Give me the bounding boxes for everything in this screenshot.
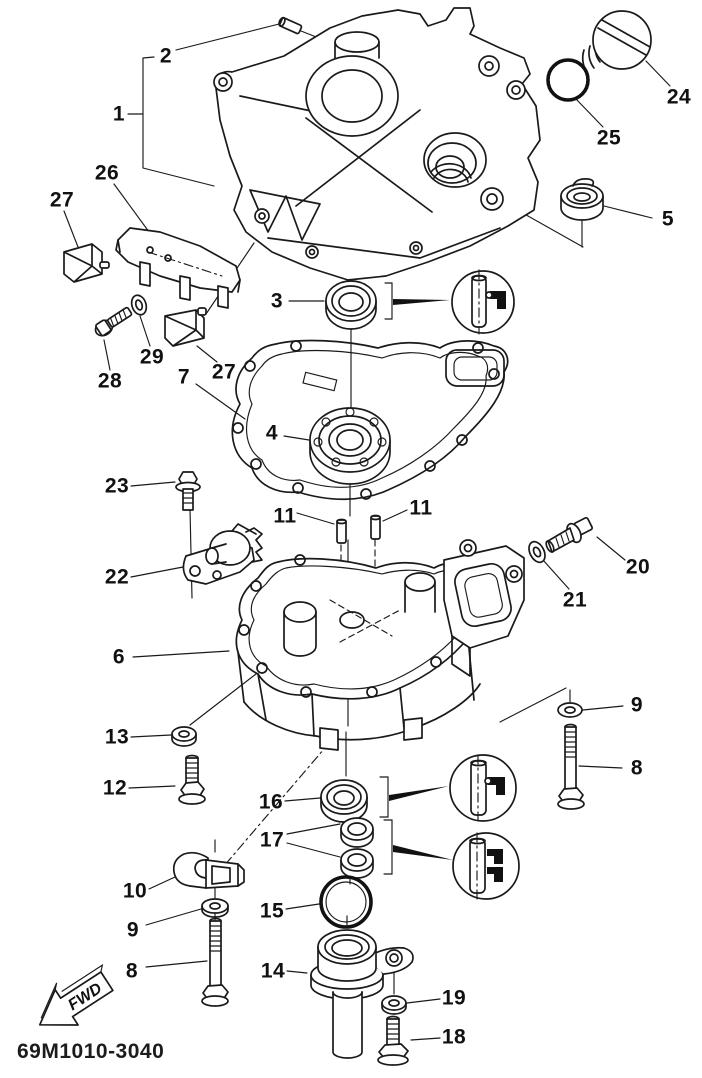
part-10-clamp — [172, 851, 245, 889]
part-8-bolt-right — [557, 723, 585, 810]
part-26-plate — [115, 227, 241, 309]
leader-lines — [63, 23, 671, 1041]
inset-bearing-17-detail — [452, 832, 520, 900]
part-28-bolt — [94, 306, 133, 337]
part-15-o-ring — [319, 875, 373, 929]
part-19-washer — [381, 995, 407, 1015]
part-25-o-ring — [546, 58, 590, 102]
part-29-washer — [130, 294, 148, 316]
part-27-anode-upper — [63, 243, 110, 283]
part-16-seal — [320, 776, 449, 823]
diagram-code: 69M1010-3040 — [17, 1040, 165, 1063]
part-7-gasket — [231, 339, 509, 501]
part-5-seal — [560, 178, 604, 221]
part-9-washer-right — [557, 702, 583, 718]
part-23-bolt — [175, 471, 201, 511]
part-9-washer-left — [201, 898, 229, 918]
part-14-housing — [310, 929, 414, 1059]
part-13-washer — [171, 726, 197, 747]
part-24-filler-cap — [581, 10, 652, 75]
part-27-anode-lower — [164, 307, 207, 347]
part-2-pin — [278, 16, 303, 35]
part-22-bracket-assembly — [182, 523, 263, 585]
part-8-bolt-left — [201, 917, 229, 1007]
part-20-bolt — [545, 516, 594, 553]
fwd-arrow: FWD — [38, 963, 114, 1026]
inset-seal-3-detail — [451, 269, 515, 335]
part-21-washer — [528, 540, 546, 564]
inset-seal-16-detail — [449, 754, 517, 822]
part-11-pins — [336, 514, 381, 544]
part-upper-crankcase — [213, 7, 541, 281]
part-4-bearing — [309, 407, 391, 485]
part-12-bolt — [178, 754, 206, 805]
part-6-lower-crankcase — [235, 539, 525, 751]
part-3-seal — [325, 280, 450, 330]
part-18-bolt — [377, 1015, 409, 1066]
part-17-bearings — [340, 817, 453, 879]
